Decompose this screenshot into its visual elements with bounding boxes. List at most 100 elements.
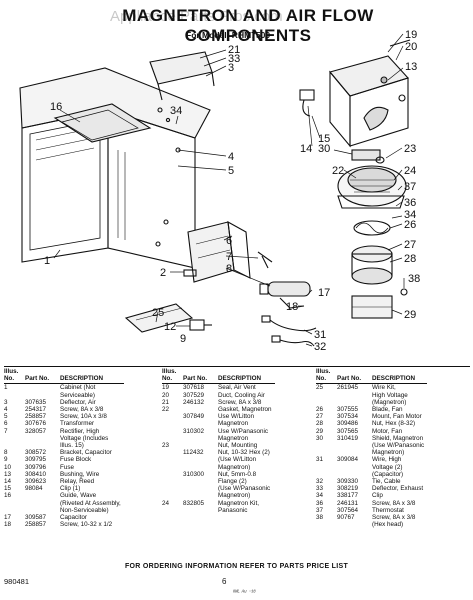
callout-label: 29 xyxy=(404,309,416,321)
description-cell: Nut, 5mm-0.8 xyxy=(218,470,257,478)
illus-number-cell xyxy=(4,500,25,507)
callout-label: 9 xyxy=(180,333,186,345)
col-part: Part No. xyxy=(337,368,370,385)
description-cell: (Use W/Litton xyxy=(218,456,257,464)
table-row: Magnetron xyxy=(162,435,275,442)
description-cell: Gasket, Magnetron xyxy=(218,406,272,414)
table-row: Flange (2) xyxy=(162,478,275,485)
callout-label: 15 xyxy=(318,133,330,145)
part-number-cell: 90767 xyxy=(337,514,355,522)
part-number-cell: 261945 xyxy=(337,384,359,392)
watermark: Appliance Parts Pros.com xyxy=(110,8,283,25)
callout-label: 6 xyxy=(226,235,232,247)
description-cell: Screw, 10-32 x 1/2 xyxy=(60,521,113,529)
description-cell: Nut, Mounting xyxy=(218,442,258,450)
part-number-cell: 308410 xyxy=(25,470,47,478)
callout-label: 7 xyxy=(226,251,232,263)
illus-number-cell: 36 xyxy=(316,499,324,507)
illus-number-cell xyxy=(162,485,183,492)
part-number-cell xyxy=(25,392,58,399)
illus-number-cell: 7 xyxy=(4,427,8,435)
callout-label: 23 xyxy=(404,143,416,155)
callout-label: 2 xyxy=(160,267,166,279)
part-number-cell xyxy=(183,435,216,442)
callout-label: 17 xyxy=(318,287,330,299)
table-row: (Riveted At Assembly, xyxy=(4,500,124,507)
description-cell: Duct, Cooling Air xyxy=(218,391,265,399)
part-number-cell: 307676 xyxy=(25,420,47,428)
illus-number-cell xyxy=(162,435,183,442)
magnetron-drawing xyxy=(337,149,407,209)
part-number-cell: 308572 xyxy=(25,449,47,457)
description-cell: Relay, Reed xyxy=(60,478,95,486)
description-cell: Seal, Air Vent xyxy=(218,384,256,392)
callout-label: 27 xyxy=(404,239,416,251)
illus-number-cell xyxy=(162,428,183,435)
table-row: Non-Serviceable) xyxy=(4,507,124,514)
illus-number-cell: 34 xyxy=(316,492,324,500)
description-cell: Bushing, Wire xyxy=(60,470,100,478)
table-top-rule xyxy=(4,366,470,367)
illus-number-cell xyxy=(316,471,337,478)
table-row: 25 261945 Wire Kit, xyxy=(316,384,427,392)
description-cell: (Riveted At Assembly, xyxy=(60,499,121,507)
description-cell: Magnetron) xyxy=(218,463,251,471)
illus-number-cell: 3 xyxy=(4,398,8,406)
description-cell: Serviceable) xyxy=(60,391,95,399)
illus-number-cell: 30 xyxy=(316,434,324,442)
description-cell: Wire Kit, xyxy=(372,384,396,392)
description-cell: Screw, 10A x 3/8 xyxy=(60,413,107,421)
description-cell: Motor, Fan xyxy=(372,427,403,435)
col-illus: Illus. No. xyxy=(4,368,25,385)
col-illus: Illus. No. xyxy=(316,368,337,385)
description-cell: Use W/Panasonic xyxy=(218,427,269,435)
description-cell: (Hex head) xyxy=(372,521,404,529)
part-number-cell xyxy=(183,492,216,499)
fuse-block-drawing xyxy=(124,303,212,333)
description-cell: Screw, 8A x 3/8 xyxy=(60,406,104,414)
part-number-cell xyxy=(183,478,216,485)
illus-number-cell xyxy=(4,392,25,399)
description-cell: Clip (1) xyxy=(60,485,81,493)
part-number-cell: 328057 xyxy=(25,427,47,435)
col-desc: DESCRIPTION xyxy=(216,368,275,385)
description-cell: Wire, High xyxy=(372,456,402,464)
description-cell: Nut, 10-32 Hex (2) xyxy=(218,449,270,457)
description-cell: Fuse Block xyxy=(60,456,92,464)
description-cell: (Capacitor) xyxy=(372,470,404,478)
description-cell: Clip xyxy=(372,492,383,500)
callout-label: 8 xyxy=(226,263,232,275)
table-row: (Use W/Panasonic xyxy=(316,442,427,449)
description-cell: Magnetron) xyxy=(218,492,251,500)
description-cell: Screw, 8A x 3/8 xyxy=(372,514,416,522)
table-row: (Use W/Panasonic xyxy=(162,485,275,492)
part-number-cell: 254317 xyxy=(25,406,47,414)
illus-number-cell: 25 xyxy=(316,384,324,392)
description-cell: Magnetron) xyxy=(372,449,405,457)
description-cell: Deflector, Exhaust xyxy=(372,485,424,493)
callout-label: 1 xyxy=(44,255,50,267)
description-cell: Guide, Wave xyxy=(60,492,97,500)
callout-label: 20 xyxy=(405,41,417,53)
illus-number-cell xyxy=(316,449,337,456)
illus-number-cell: 18 xyxy=(4,521,12,529)
exploded-parts-diagram: 21 33 3 19 20 13 16 34 15 14 30 23 22 24… xyxy=(19,29,420,353)
callout-label: 13 xyxy=(405,61,417,73)
callout-label: 25 xyxy=(152,307,164,319)
illus-number-cell xyxy=(162,507,183,514)
illus-number-cell: 8 xyxy=(4,449,8,457)
part-number-cell xyxy=(183,420,216,427)
part-number-cell xyxy=(183,442,216,449)
illus-number-cell xyxy=(316,464,337,471)
description-cell: Illus. 15) xyxy=(60,442,84,450)
description-cell: (Use W/Panasonic xyxy=(218,485,271,493)
part-number-cell: 307529 xyxy=(183,391,205,399)
callout-labels: 21 33 3 19 20 13 16 34 15 14 30 23 22 24… xyxy=(44,29,420,353)
part-number-cell xyxy=(337,521,370,528)
